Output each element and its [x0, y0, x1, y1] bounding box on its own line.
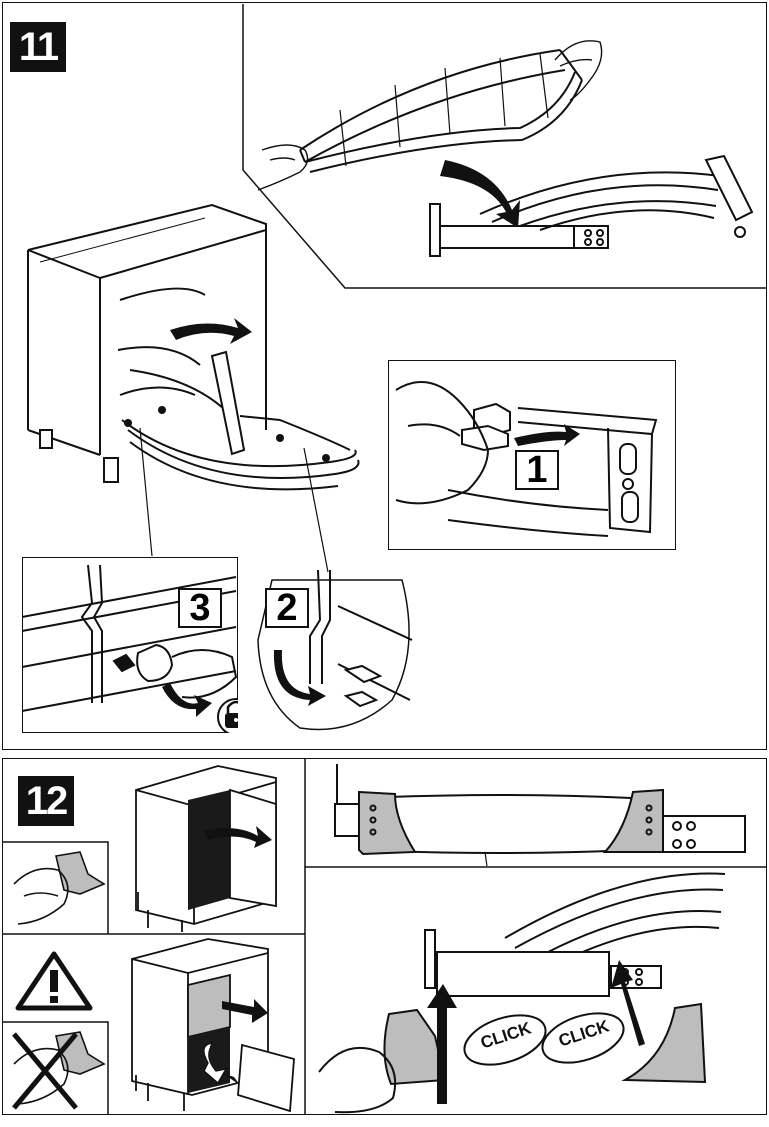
warning-triangle-icon [14, 950, 94, 1012]
click-install-illustration [305, 868, 767, 1115]
rail-end-caps-illustration [305, 760, 767, 866]
cross-out-icon [4, 1024, 108, 1114]
cabinet-drawer-illustration [108, 935, 304, 1115]
clip-in-hand-illustration-ok [4, 844, 108, 934]
cabinet-open-door-illustration [108, 760, 304, 932]
